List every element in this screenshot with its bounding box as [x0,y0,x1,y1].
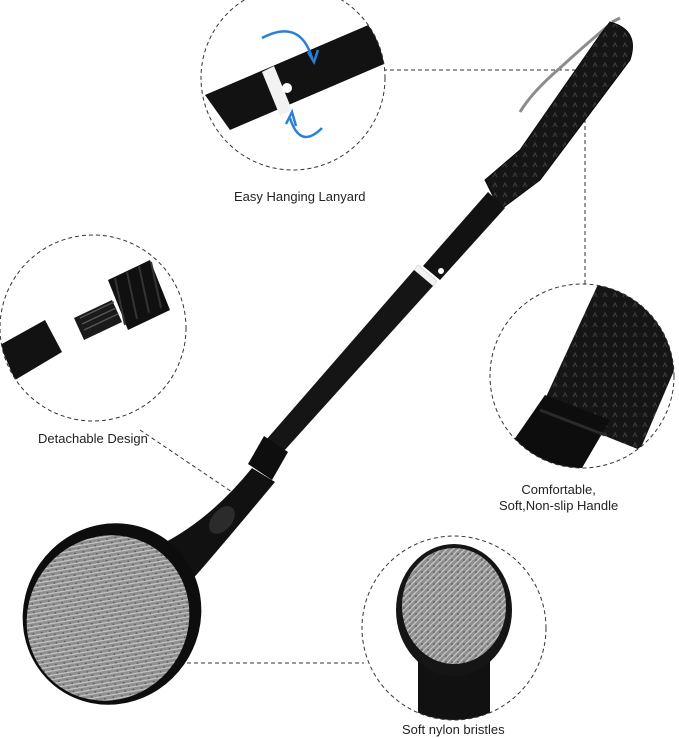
callout-detachable [0,234,187,422]
handle-caption: Comfortable, Soft,Non-slip Handle [499,482,618,514]
upper-shaft [423,192,505,280]
grip-handle [484,21,633,211]
shaft-connector [248,436,288,480]
callout-bristles [361,535,547,721]
callout-rotating-joint [200,0,386,171]
back-brush-main [22,16,633,705]
lanyard-caption: Easy Hanging Lanyard [234,189,366,204]
rotate-arrow-icon [261,30,314,59]
bristle-pad [26,535,190,701]
lanyard-cord [518,24,609,113]
bristles-caption: Soft nylon bristles [402,722,505,737]
callout-handle [489,283,675,469]
detachable-caption: Detachable Design [38,431,148,446]
handle-caption-line2: Soft,Non-slip Handle [499,498,619,513]
handle-caption-line1: Comfortable, [521,482,596,497]
lower-shaft [266,270,433,452]
